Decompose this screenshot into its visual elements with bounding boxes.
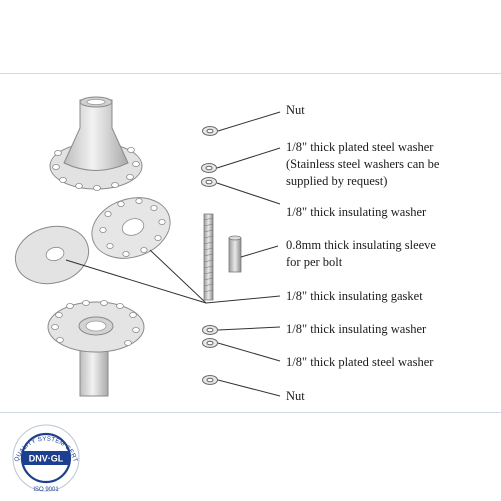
label-plated-washer-top-line1: 1/8" thick plated steel washer bbox=[286, 140, 434, 154]
leader-insulating-washer-top bbox=[216, 182, 281, 205]
leader-lines bbox=[65, 111, 281, 397]
label-plated-washer-top-line3: supplied by request) bbox=[286, 174, 388, 188]
leader-plated-washer-bottom bbox=[217, 342, 281, 362]
label-insulating-washer-top: 1/8" thick insulating washer bbox=[286, 205, 427, 219]
stud-bolt bbox=[203, 213, 214, 301]
leader-gasket-to-full-face bbox=[65, 259, 207, 304]
label-sleeve-line1: 0.8mm thick insulating sleeve bbox=[286, 238, 436, 252]
label-plated-washer-bottom: 1/8" thick plated steel washer bbox=[286, 355, 434, 369]
plated-washer-bottom-part bbox=[202, 338, 218, 348]
leader-nut-top bbox=[217, 111, 281, 132]
label-sleeve-line2: for per bolt bbox=[286, 255, 343, 269]
insulating-gasket-with-holes bbox=[91, 197, 171, 259]
leader-insulating-washer-bottom bbox=[217, 326, 281, 331]
cert-brand: DNV·GL bbox=[29, 454, 64, 464]
label-insulating-washer-bottom: 1/8" thick insulating washer bbox=[286, 322, 427, 336]
bottom-frame-line bbox=[0, 412, 501, 413]
top-frame-line bbox=[0, 73, 501, 74]
leader-nut-bottom bbox=[217, 379, 281, 397]
insulating-washer-top-part bbox=[201, 177, 217, 187]
label-nut-top: Nut bbox=[286, 103, 305, 117]
bottom-flange bbox=[47, 299, 145, 397]
insulating-sleeve bbox=[228, 235, 242, 273]
nut-top-part bbox=[202, 126, 218, 136]
top-flange bbox=[49, 96, 143, 191]
insulating-washer-bottom-part bbox=[202, 325, 218, 335]
label-nut-bottom: Nut bbox=[286, 389, 305, 403]
label-plated-washer-top-line2: (Stainless steel washers can be bbox=[286, 157, 440, 171]
leader-sleeve bbox=[240, 245, 279, 258]
leader-gasket bbox=[205, 295, 281, 304]
bottom-flange-bolt-holes bbox=[51, 299, 140, 346]
top-flange-bolt-holes bbox=[52, 146, 140, 191]
label-gasket: 1/8" thick insulating gasket bbox=[286, 289, 423, 303]
full-face-gasket bbox=[14, 225, 90, 285]
leader-gasket-to-upper bbox=[149, 249, 207, 304]
leader-plated-washer-top bbox=[216, 147, 281, 169]
logo-ring bbox=[20, 432, 72, 484]
cert-standard: ISO 9001 bbox=[33, 487, 59, 493]
brand-band bbox=[23, 451, 69, 465]
plated-washer-top-part bbox=[201, 163, 217, 173]
nut-bottom-part bbox=[202, 375, 218, 385]
dnv-gl-certification-logo: QUALITY SYSTEM CERTIFICATION DNV·GL ISO … bbox=[6, 416, 80, 493]
